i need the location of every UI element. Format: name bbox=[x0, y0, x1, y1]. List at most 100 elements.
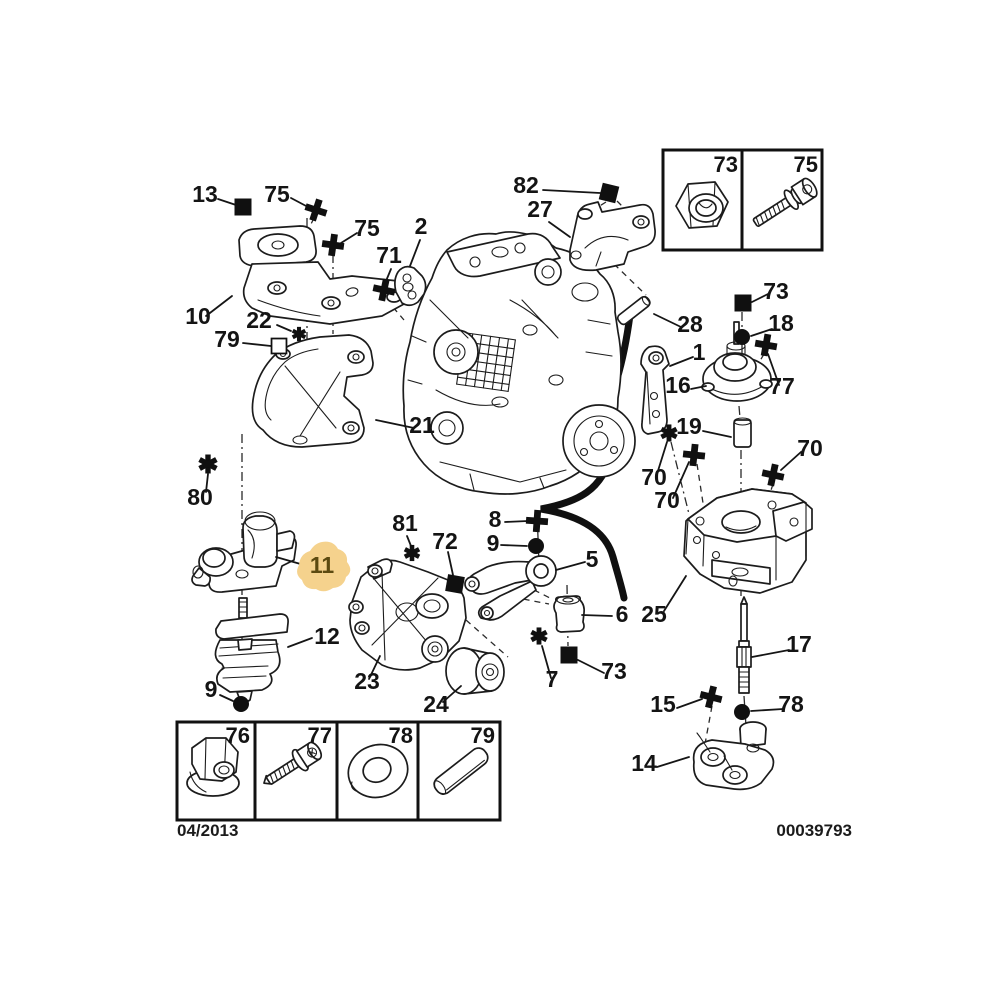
filled-dot-icon bbox=[734, 329, 750, 345]
callout-79-label: 79 bbox=[214, 326, 240, 352]
part-23-gearbox-bracket bbox=[348, 558, 467, 671]
callout-70-label: 70 bbox=[641, 464, 667, 490]
part-27-top-bracket bbox=[569, 201, 656, 272]
inset-box-top-right: 73 75 bbox=[661, 148, 824, 252]
crank-pulley bbox=[433, 329, 479, 375]
part-28-pin bbox=[616, 295, 651, 326]
callout-6-label: 6 bbox=[616, 601, 629, 627]
part-24-roller bbox=[445, 647, 505, 695]
cross-icon bbox=[753, 332, 779, 358]
inset-box-bottom-left: 76 77 78 79 bbox=[175, 720, 502, 822]
shoulder-bolt-icon bbox=[752, 177, 818, 227]
callout-15-label: 15 bbox=[650, 691, 676, 717]
part-1-link-plate bbox=[640, 345, 670, 435]
callout-73-label: 73 bbox=[763, 278, 789, 304]
callout-71-label: 71 bbox=[376, 242, 402, 268]
filled-dot-icon bbox=[734, 704, 750, 720]
callout-14-label: 14 bbox=[631, 750, 657, 776]
filled-square-icon bbox=[734, 294, 752, 312]
part-6-bushing bbox=[553, 595, 586, 633]
engine-block bbox=[402, 231, 636, 495]
leader-lines bbox=[205, 189, 802, 768]
callout-73-label: 73 bbox=[601, 658, 627, 684]
inset-bl-cell-79-number: 79 bbox=[471, 723, 495, 748]
inset-bl-cell-76-number: 76 bbox=[226, 723, 250, 748]
callout-27-label: 27 bbox=[527, 196, 553, 222]
filled-square-icon bbox=[598, 182, 620, 204]
torx-screw-washer-icon bbox=[263, 741, 323, 785]
star-icon bbox=[291, 326, 307, 342]
flange-nut-icon bbox=[186, 737, 240, 797]
part-25-subframe-bracket bbox=[683, 488, 813, 594]
callout-25-label: 25 bbox=[641, 601, 667, 627]
callout-2-label: 2 bbox=[415, 213, 428, 239]
valve-cover bbox=[446, 232, 561, 278]
part-19-spacer bbox=[733, 417, 752, 448]
callout-17-label: 17 bbox=[786, 631, 812, 657]
drawing-number: 00039793 bbox=[776, 821, 852, 840]
callout-10-label: 10 bbox=[185, 303, 211, 329]
inset-bl-cell-77-number: 77 bbox=[308, 723, 332, 748]
part-11-mount-bracket bbox=[191, 511, 297, 593]
part-17-stud bbox=[736, 596, 752, 694]
open-square-icon bbox=[270, 337, 288, 355]
callout-9-label: 9 bbox=[487, 530, 500, 556]
callout-18-label: 18 bbox=[768, 310, 794, 336]
callout-70-label: 70 bbox=[654, 487, 680, 513]
cross-icon bbox=[759, 461, 787, 489]
callout-labels: 13 75 75 2 71 10 22 79 21 80 11 12 9 82 … bbox=[185, 172, 823, 776]
part-10-upper-bracket bbox=[238, 225, 411, 325]
lock-nut-icon bbox=[675, 181, 729, 229]
callout-21-label: 21 bbox=[409, 412, 435, 438]
filled-square-icon bbox=[560, 646, 578, 664]
callout-5-label: 5 bbox=[586, 546, 599, 572]
inset-bl-cell-78-number: 78 bbox=[389, 723, 413, 748]
callout-75-label: 75 bbox=[264, 181, 290, 207]
callout-16-label: 16 bbox=[665, 372, 691, 398]
star-icon bbox=[403, 544, 421, 562]
callout-75-label: 75 bbox=[354, 215, 380, 241]
part-12-engine-mount bbox=[214, 597, 289, 703]
callout-80-label: 80 bbox=[187, 484, 213, 510]
callout-1-label: 1 bbox=[693, 339, 706, 365]
cross-icon bbox=[697, 683, 725, 711]
callout-24-label: 24 bbox=[423, 691, 449, 717]
oil-pump bbox=[430, 411, 464, 445]
injection-pump bbox=[534, 258, 562, 286]
star-icon bbox=[198, 454, 218, 474]
filled-dot-icon bbox=[528, 538, 544, 554]
filled-square-icon bbox=[445, 574, 465, 594]
part-21-side-bracket bbox=[251, 334, 374, 448]
callout-72-label: 72 bbox=[432, 528, 458, 554]
callout-82-label: 82 bbox=[513, 172, 539, 198]
callout-81-label: 81 bbox=[392, 510, 418, 536]
callout-11-highlight bbox=[297, 541, 351, 592]
part-14-rear-mount bbox=[692, 721, 775, 791]
star-icon bbox=[530, 627, 548, 645]
filled-dot-icon bbox=[233, 696, 249, 712]
star-icon bbox=[660, 424, 678, 442]
callout-13-label: 13 bbox=[192, 181, 218, 207]
callout-12-label: 12 bbox=[314, 623, 340, 649]
part-16-round-mount bbox=[701, 321, 773, 402]
date-code: 04/2013 bbox=[177, 821, 238, 840]
callout-22-label: 22 bbox=[246, 307, 272, 333]
callout-70-label: 70 bbox=[797, 435, 823, 461]
part-5-torque-link bbox=[464, 555, 557, 621]
callout-19-label: 19 bbox=[676, 413, 702, 439]
inset-tr-cell-73-number: 73 bbox=[714, 152, 738, 177]
cross-icon bbox=[302, 196, 330, 224]
callout-28-label: 28 bbox=[677, 311, 703, 337]
callout-78-label: 78 bbox=[778, 691, 804, 717]
callout-9-label: 9 bbox=[205, 676, 218, 702]
callout-7-label: 7 bbox=[546, 666, 559, 692]
callout-11-label-highlighted: 11 bbox=[310, 552, 335, 578]
callout-23-label: 23 bbox=[354, 668, 380, 694]
roll-pin-icon bbox=[433, 747, 489, 795]
inset-tr-cell-75-number: 75 bbox=[794, 152, 818, 177]
part-2-gasket bbox=[394, 265, 427, 307]
cross-icon bbox=[320, 232, 346, 258]
cross-icon bbox=[681, 442, 707, 468]
